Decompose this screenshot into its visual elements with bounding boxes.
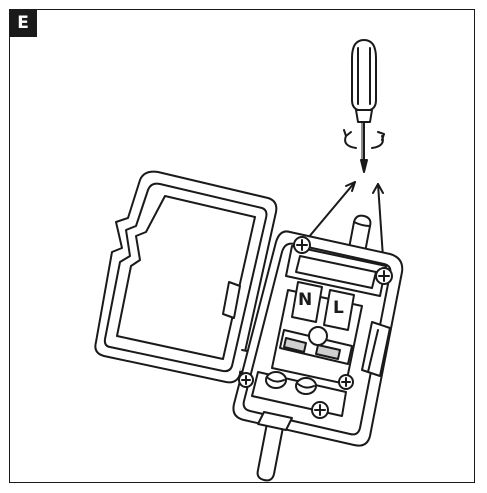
rotation-arrow-icon xyxy=(343,129,385,149)
cable-bottom xyxy=(256,411,293,482)
terminal-label-neutral: N xyxy=(298,290,312,310)
screwdriver-icon xyxy=(351,39,377,173)
screw-icon xyxy=(238,236,393,419)
step-label: E xyxy=(9,9,37,37)
enclosure-lid xyxy=(94,170,278,384)
terminal-label-live: L xyxy=(333,298,344,318)
figure-frame xyxy=(9,9,475,483)
